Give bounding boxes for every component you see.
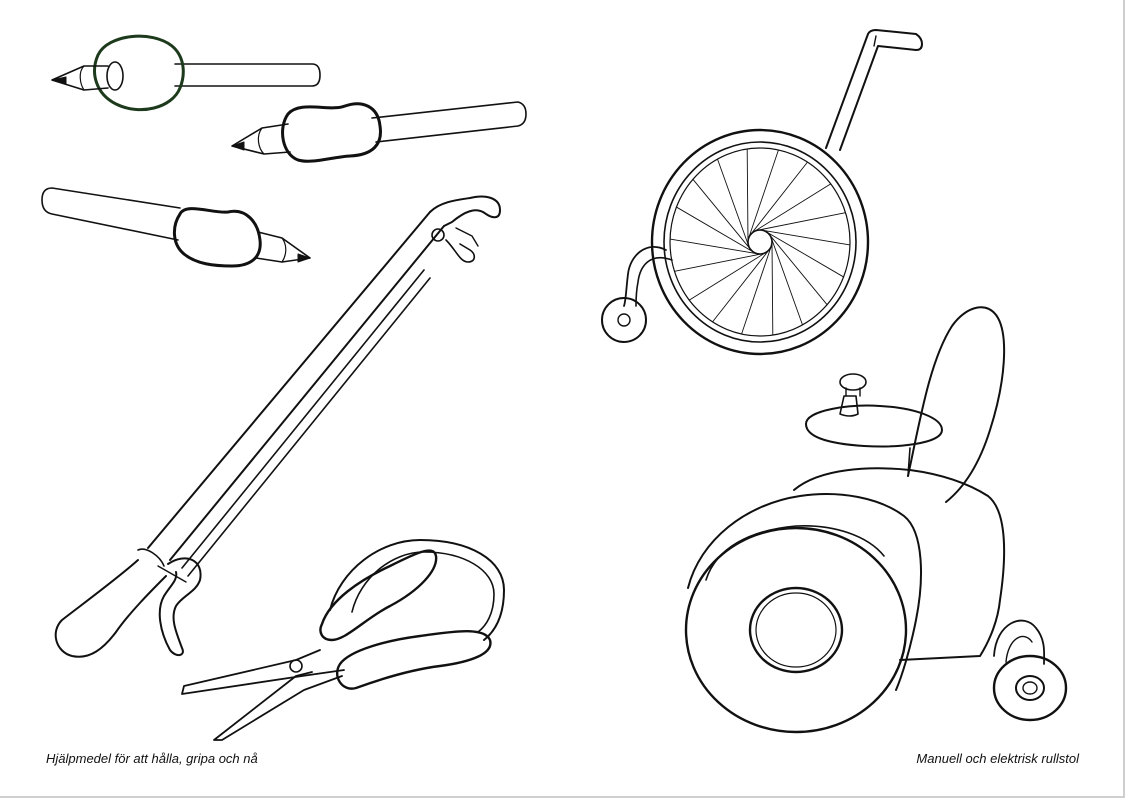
wheel-spoke xyxy=(741,245,772,335)
pencil-grip-foam-reverse-icon xyxy=(41,187,311,268)
wheel-spoke xyxy=(753,183,832,233)
caption-right: Manuell och elektrisk rullstol xyxy=(916,751,1079,766)
wheel-spoke xyxy=(770,237,803,326)
wheel-spoke xyxy=(761,229,851,246)
wheel-spoke xyxy=(771,241,774,336)
wheel-spoke xyxy=(748,149,779,239)
wheel-spoke xyxy=(717,158,750,247)
loop-scissors-icon xyxy=(181,539,505,741)
caption-left: Hjälpmedel för att hålla, gripa och nå xyxy=(46,751,258,766)
wheel-spoke xyxy=(669,238,759,255)
wheel-spoke xyxy=(712,249,770,323)
wheel-spoke xyxy=(692,178,752,251)
wheel-spoke xyxy=(768,233,828,306)
pencil-grip-foam-icon xyxy=(231,101,527,163)
reacher-grabber-icon xyxy=(54,195,501,658)
wheel-spoke xyxy=(746,148,749,243)
electric-wheelchair-icon xyxy=(684,306,1068,734)
wheel-spoke xyxy=(765,231,845,278)
wheel-spoke xyxy=(750,161,808,235)
wheel-spoke xyxy=(757,212,846,231)
wheel-spoke xyxy=(675,206,755,253)
manual-wheelchair-icon xyxy=(601,29,923,356)
wheel-spoke xyxy=(674,253,763,272)
pencil-grip-ball-icon xyxy=(51,34,321,112)
wheel-spoke xyxy=(688,251,767,301)
